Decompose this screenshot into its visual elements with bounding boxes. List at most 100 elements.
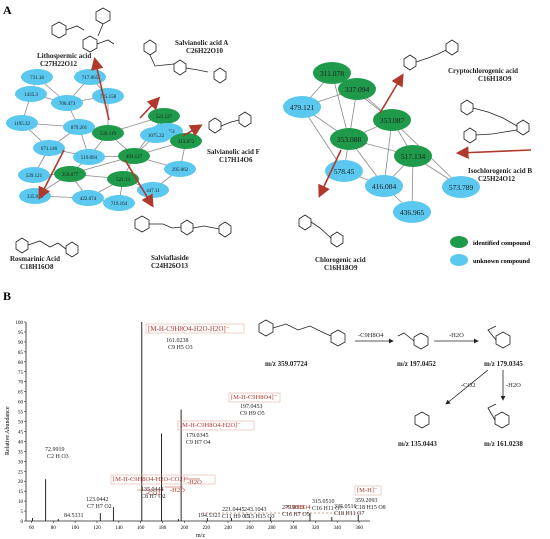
- y-tick-label: 0: [21, 520, 24, 525]
- formula-rosmarinic: C18H16O8: [20, 263, 54, 271]
- annot-a3: [M-H-C9H8O4-H2O]⁻: [180, 422, 241, 429]
- node-ellipse: [107, 171, 139, 187]
- scheme-step3: -CO2: [461, 382, 475, 389]
- network-node-l20: 335.078: [19, 188, 51, 204]
- network-node-l11: 521.127: [148, 108, 180, 124]
- network-node-r6: 517.134: [394, 145, 432, 167]
- node-label: 700.473: [59, 102, 76, 107]
- label-salviaflaside: Salviaflaside: [151, 254, 189, 262]
- node-ellipse: [393, 201, 431, 223]
- x-tick-label: 180: [159, 526, 167, 531]
- node-label: 337.094: [345, 85, 370, 94]
- y-tick-label: 5: [21, 510, 24, 515]
- network-node-l3: 1435.3: [15, 86, 47, 102]
- ms-y-ticks: 0510152025303540455055606570758085909510…: [16, 321, 26, 525]
- x-tick-label: 260: [246, 526, 254, 531]
- x-tick-label: 160: [137, 526, 145, 531]
- scheme-m2: m/z 179.0345: [484, 360, 523, 368]
- structure-salvF-icon: [208, 111, 252, 134]
- structure-rosmarinic-icon: [15, 237, 79, 258]
- x-tick-label: 100: [71, 526, 79, 531]
- scheme-m4: m/z 161.0238: [484, 440, 523, 448]
- node-ellipse: [283, 96, 321, 118]
- structure-crypto-icon: [403, 39, 459, 71]
- arrow-to-salviaflaside: [124, 159, 154, 208]
- annot-p5-formula: C11 H9 O5: [222, 514, 249, 520]
- annot-p6-mz: 243.1043: [244, 507, 267, 513]
- formula-isochloro: C25H24O12: [478, 175, 515, 183]
- x-tick-label: 360: [355, 526, 363, 531]
- annot-a4-formula: C8 H7 O2: [141, 494, 166, 500]
- y-tick-label: 75: [18, 371, 24, 376]
- annot-p3-formula: C7 H7 O2: [87, 504, 112, 510]
- x-tick-label: 220: [202, 526, 210, 531]
- y-tick-label: 100: [16, 321, 24, 326]
- annot-a5: [M-H]⁻: [357, 487, 378, 494]
- y-tick-label: 40: [18, 440, 24, 445]
- node-label: 539.119: [100, 132, 117, 137]
- node-label: 436.965: [400, 208, 425, 217]
- node-ellipse: [63, 119, 95, 135]
- node-ellipse: [118, 148, 150, 164]
- label-rosmarinic: Rosmarinic Acid: [10, 255, 60, 263]
- y-tick-label: 60: [18, 401, 24, 406]
- annot-a3-formula: C9 H7 O4: [186, 440, 211, 446]
- loss-c9: -C9H8O4: [285, 504, 311, 511]
- y-tick-label: 50: [18, 421, 24, 426]
- node-label: 719.164: [111, 202, 128, 207]
- annot-a2-formula: C9 H9 O5: [240, 411, 265, 417]
- structure-salvA-icon: [143, 39, 227, 84]
- y-tick-label: 80: [18, 361, 24, 366]
- y-tick-label: 85: [18, 351, 24, 356]
- node-label: 1435.3: [24, 93, 38, 98]
- node-ellipse: [21, 69, 53, 85]
- node-label: 521.13: [116, 178, 130, 183]
- network-edge: [331, 72, 350, 140]
- legend-unknown-label: unknown compound: [473, 258, 530, 265]
- x-tick-label: 280: [268, 526, 276, 531]
- annot-p6-formula: C15 H15 O3: [244, 514, 275, 520]
- annot-p1-mz: 72.9919: [45, 447, 65, 453]
- formula-salviaflaside: C24H26O13: [151, 262, 188, 270]
- node-ellipse: [73, 149, 105, 165]
- node-label: 717.065: [82, 76, 99, 81]
- node-ellipse: [442, 176, 480, 198]
- network-node-l2: 717.065: [74, 69, 106, 85]
- y-tick-label: 95: [18, 331, 24, 336]
- network-node-r8: 416.084: [365, 175, 403, 197]
- node-ellipse: [338, 78, 376, 100]
- node-ellipse: [72, 190, 104, 206]
- arrow-to-crypto: [379, 73, 404, 114]
- node-label: 479.121: [290, 103, 315, 112]
- node-ellipse: [148, 108, 180, 124]
- fragmentation-scheme: [258, 319, 511, 429]
- node-label: 1075.22: [148, 134, 165, 139]
- node-label: 578.45: [334, 167, 355, 176]
- node-ellipse: [365, 175, 403, 197]
- annot-a1: [M-H-C9H8O4-H2O-H2O]⁻: [148, 325, 230, 333]
- network-node-r4: 353.088: [330, 128, 368, 150]
- x-tick-label: 60: [29, 526, 35, 531]
- panel-b-label: B: [3, 289, 11, 303]
- x-tick-label: 300: [290, 526, 298, 531]
- network-node-l10: 519.094: [73, 149, 105, 165]
- scheme-m3: m/z 135.0443: [398, 440, 437, 448]
- structure-lithospermic-icon: [51, 7, 115, 53]
- node-label: 311.078: [320, 69, 344, 78]
- label-salvA: Salvianolic acid A: [175, 39, 228, 47]
- network-node-r1: 311.078: [313, 62, 351, 84]
- node-label: 1195.32: [14, 122, 31, 127]
- scheme-m3-structure-icon: [414, 411, 430, 429]
- node-ellipse: [54, 166, 86, 182]
- node-ellipse: [15, 86, 47, 102]
- annot-p9-mz: 335.0516: [334, 504, 357, 510]
- annot-a1-formula: C9 H5 O3: [168, 345, 193, 351]
- node-label: 447.11: [146, 189, 160, 194]
- node-label: 879.201: [71, 126, 88, 131]
- scheme-m4-structure-icon: [487, 403, 510, 429]
- node-label: 521.127: [156, 115, 173, 120]
- node-ellipse: [140, 127, 172, 143]
- chemical-structures: [15, 7, 530, 258]
- scheme-m0: m/z 359.07724: [265, 360, 308, 368]
